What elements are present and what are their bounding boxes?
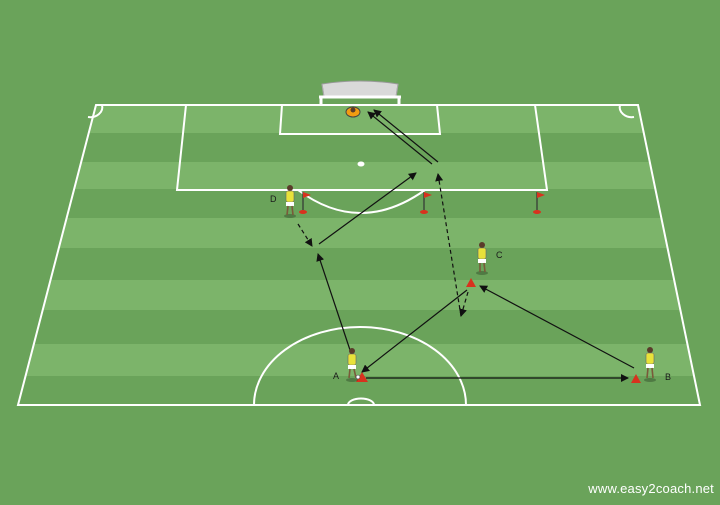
label-d: D <box>270 194 277 204</box>
player-a <box>346 348 361 382</box>
goalkeeper <box>345 106 361 118</box>
shot-on-goal <box>367 111 433 165</box>
cone-c <box>466 278 476 287</box>
player-b <box>644 347 656 382</box>
pass-d-forward <box>318 172 417 245</box>
corner-arc-left <box>87 104 104 119</box>
corner-arc-right <box>618 104 635 119</box>
flag-left <box>299 192 311 214</box>
center-spot-arc <box>347 397 375 406</box>
label-c: C <box>496 250 503 260</box>
run-c-forward <box>435 173 462 317</box>
player-d <box>284 185 296 218</box>
run-arrows <box>297 173 469 317</box>
penalty-area <box>175 104 549 191</box>
pass-arrows <box>316 109 635 382</box>
run-d <box>297 223 313 247</box>
goal <box>319 80 401 106</box>
shot-on-goal-2 <box>373 109 439 163</box>
cone-a <box>356 372 368 382</box>
penalty-spot <box>357 161 365 167</box>
label-b: B <box>665 372 671 382</box>
watermark: www.easy2coach.net <box>588 481 714 496</box>
touchline-boundary <box>16 104 702 406</box>
pass-a-to-d <box>316 253 353 357</box>
goal-area <box>278 104 442 135</box>
cone-b <box>631 374 641 383</box>
flag-right <box>533 192 545 214</box>
pass-c-to-a <box>361 289 468 373</box>
pass-b-to-c <box>479 285 635 369</box>
label-a: A <box>333 371 339 381</box>
flag-middle <box>420 192 432 214</box>
player-c <box>476 242 488 275</box>
pitch-lines <box>16 104 702 406</box>
center-circle-half <box>253 326 467 406</box>
grass-stripes <box>18 105 700 376</box>
corner-flags <box>299 192 545 214</box>
cones <box>356 278 641 383</box>
